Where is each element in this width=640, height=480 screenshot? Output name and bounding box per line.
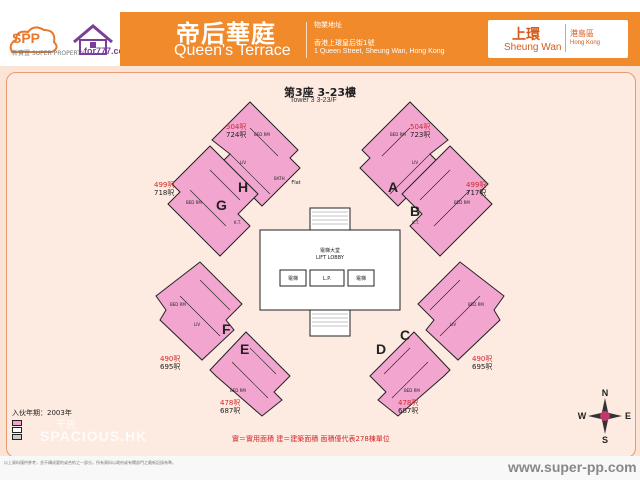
unit-c-gross-area: 695呎 bbox=[472, 363, 493, 371]
region-en: Hong Kong bbox=[570, 40, 601, 46]
stair-south bbox=[309, 309, 351, 337]
unit-label-c: C bbox=[400, 327, 410, 343]
unit-b-shape bbox=[401, 145, 493, 257]
unit-a-shape bbox=[359, 101, 449, 207]
unit-d-gross-area: 687呎 bbox=[398, 407, 419, 415]
room-label: BED RM bbox=[404, 388, 420, 393]
room-label: K.T. bbox=[234, 220, 241, 225]
unit-a-saleable-area: 504呎 bbox=[410, 123, 431, 131]
room-label: BED RM bbox=[230, 388, 246, 393]
district-box bbox=[488, 20, 628, 58]
legend-swatch-row bbox=[12, 434, 24, 441]
room-label: BED RM bbox=[254, 132, 270, 137]
room-label: BED RM bbox=[468, 302, 484, 307]
room-label: BED RM bbox=[170, 302, 186, 307]
website-link[interactable]: www.super-pp.com bbox=[508, 459, 637, 475]
title-divider bbox=[306, 22, 307, 58]
unit-label-g: G bbox=[216, 197, 227, 213]
unit-h-saleable-area: 504呎 bbox=[226, 123, 247, 131]
house-logo-icon bbox=[73, 24, 113, 55]
watermark: SPACIOUS.HK bbox=[40, 428, 148, 444]
room-label: BED RM bbox=[454, 200, 470, 205]
unit-label-e: E bbox=[240, 341, 249, 357]
legend-swatch-row bbox=[12, 427, 24, 434]
lift-lobby-label-en: LIFT LOBBY bbox=[316, 255, 345, 261]
address-label: 物業地址 bbox=[314, 21, 342, 29]
unit-d-saleable-area: 478呎 bbox=[398, 399, 419, 407]
intake-year: 入伙年期：2003年 bbox=[12, 409, 72, 417]
compass-south-label: S bbox=[602, 435, 608, 444]
lift-2-label: L.P. bbox=[323, 276, 332, 282]
legend-swatch bbox=[12, 420, 22, 426]
unit-e-gross-area: 687呎 bbox=[220, 407, 241, 415]
room-label: BED RM bbox=[390, 132, 406, 137]
unit-f-saleable-area: 490呎 bbox=[160, 355, 181, 363]
for777-logo-text: for777.com bbox=[84, 46, 133, 56]
stair-north bbox=[309, 207, 351, 231]
unit-e-shape bbox=[209, 331, 291, 417]
lift-3-label: 電梯 bbox=[356, 275, 366, 282]
floor-plan-title-en: Tower 3 3-23/F bbox=[290, 97, 337, 104]
unit-label-a: A bbox=[388, 179, 398, 195]
room-label: K.T. bbox=[412, 220, 419, 225]
area-footnote: 實＝實用面積 建＝建築面積 面積僅代表278棟單位 bbox=[232, 435, 390, 443]
room-label: LIV bbox=[194, 322, 200, 327]
room-label: LIV bbox=[240, 160, 246, 165]
address-zh: 香港上環皇后街1號 bbox=[314, 39, 375, 47]
floor-plan: H G A B F E C D 電梯大堂 LIFT LOBBY 電梯 L.P. … bbox=[155, 101, 505, 417]
room-label: LIV bbox=[450, 322, 456, 327]
disclaimer-text: 以上資料僅供參考，並不構成要約或合約之一部分。所有資料以政府或有關部門之最新記錄… bbox=[4, 460, 176, 465]
spp-logo-subtitle: 新寶豐 SUPER PROPERTY bbox=[12, 50, 85, 57]
spp-logo bbox=[9, 26, 58, 53]
estate-title-en: Queen's Terrace bbox=[174, 42, 291, 59]
unit-h-shape bbox=[211, 101, 301, 207]
unit-g-gross-area: 718呎 bbox=[154, 189, 175, 197]
compass-east-label: E bbox=[625, 411, 631, 421]
compass-west-label: W bbox=[578, 411, 587, 421]
unit-c-saleable-area: 490呎 bbox=[472, 355, 493, 363]
unit-c-shape bbox=[417, 261, 505, 361]
unit-b-saleable-area: 499呎 bbox=[466, 181, 487, 189]
room-label: BED RM bbox=[186, 200, 202, 205]
lift-lobby-label-zh: 電梯大堂 bbox=[320, 247, 340, 254]
legend-swatch-row bbox=[12, 420, 24, 427]
legend-swatch bbox=[12, 434, 22, 440]
lift-2 bbox=[309, 269, 345, 287]
unit-label-h: H bbox=[238, 179, 248, 195]
unit-label-d: D bbox=[376, 341, 386, 357]
region-zh: 港島區 bbox=[570, 29, 594, 38]
lift-1-label: 電梯 bbox=[288, 275, 298, 282]
estate-title-zh: 帝后華庭 bbox=[176, 19, 276, 48]
floor-plan-title-zh: 第3座 3-23樓 bbox=[284, 86, 357, 99]
unit-label-b: B bbox=[410, 203, 420, 219]
unit-f-gross-area: 695呎 bbox=[160, 363, 181, 371]
district-zh: 上環 bbox=[512, 27, 540, 43]
lift-1 bbox=[279, 269, 307, 287]
footer-bar bbox=[0, 456, 640, 480]
unit-g-shape bbox=[167, 145, 259, 257]
unit-a-gross-area: 723呎 bbox=[410, 131, 431, 139]
legend-swatch bbox=[12, 427, 22, 433]
watermark-zh: 千居 bbox=[56, 420, 76, 431]
address-en: 1 Queen Street, Sheung Wan, Hong Kong bbox=[314, 48, 445, 55]
compass-north-label: N bbox=[602, 388, 609, 398]
unit-label-f: F bbox=[222, 321, 231, 337]
lift-3 bbox=[347, 269, 375, 287]
room-label: LIV bbox=[412, 160, 418, 165]
unit-h-gross-area: 724呎 bbox=[226, 131, 247, 139]
unit-b-gross-area: 717呎 bbox=[466, 189, 487, 197]
district-en: Sheung Wan bbox=[504, 42, 562, 53]
unit-g-saleable-area: 499呎 bbox=[154, 181, 175, 189]
district-divider bbox=[565, 24, 566, 52]
unit-e-saleable-area: 478呎 bbox=[220, 399, 241, 407]
compass-rose-icon: N S W E bbox=[578, 388, 631, 444]
unit-f-shape bbox=[155, 261, 243, 361]
unit-d-shape bbox=[369, 331, 451, 417]
room-label: BATH bbox=[274, 176, 285, 181]
spp-logo-text: SPP bbox=[12, 30, 41, 46]
flat-note-label: Flat bbox=[291, 180, 300, 186]
